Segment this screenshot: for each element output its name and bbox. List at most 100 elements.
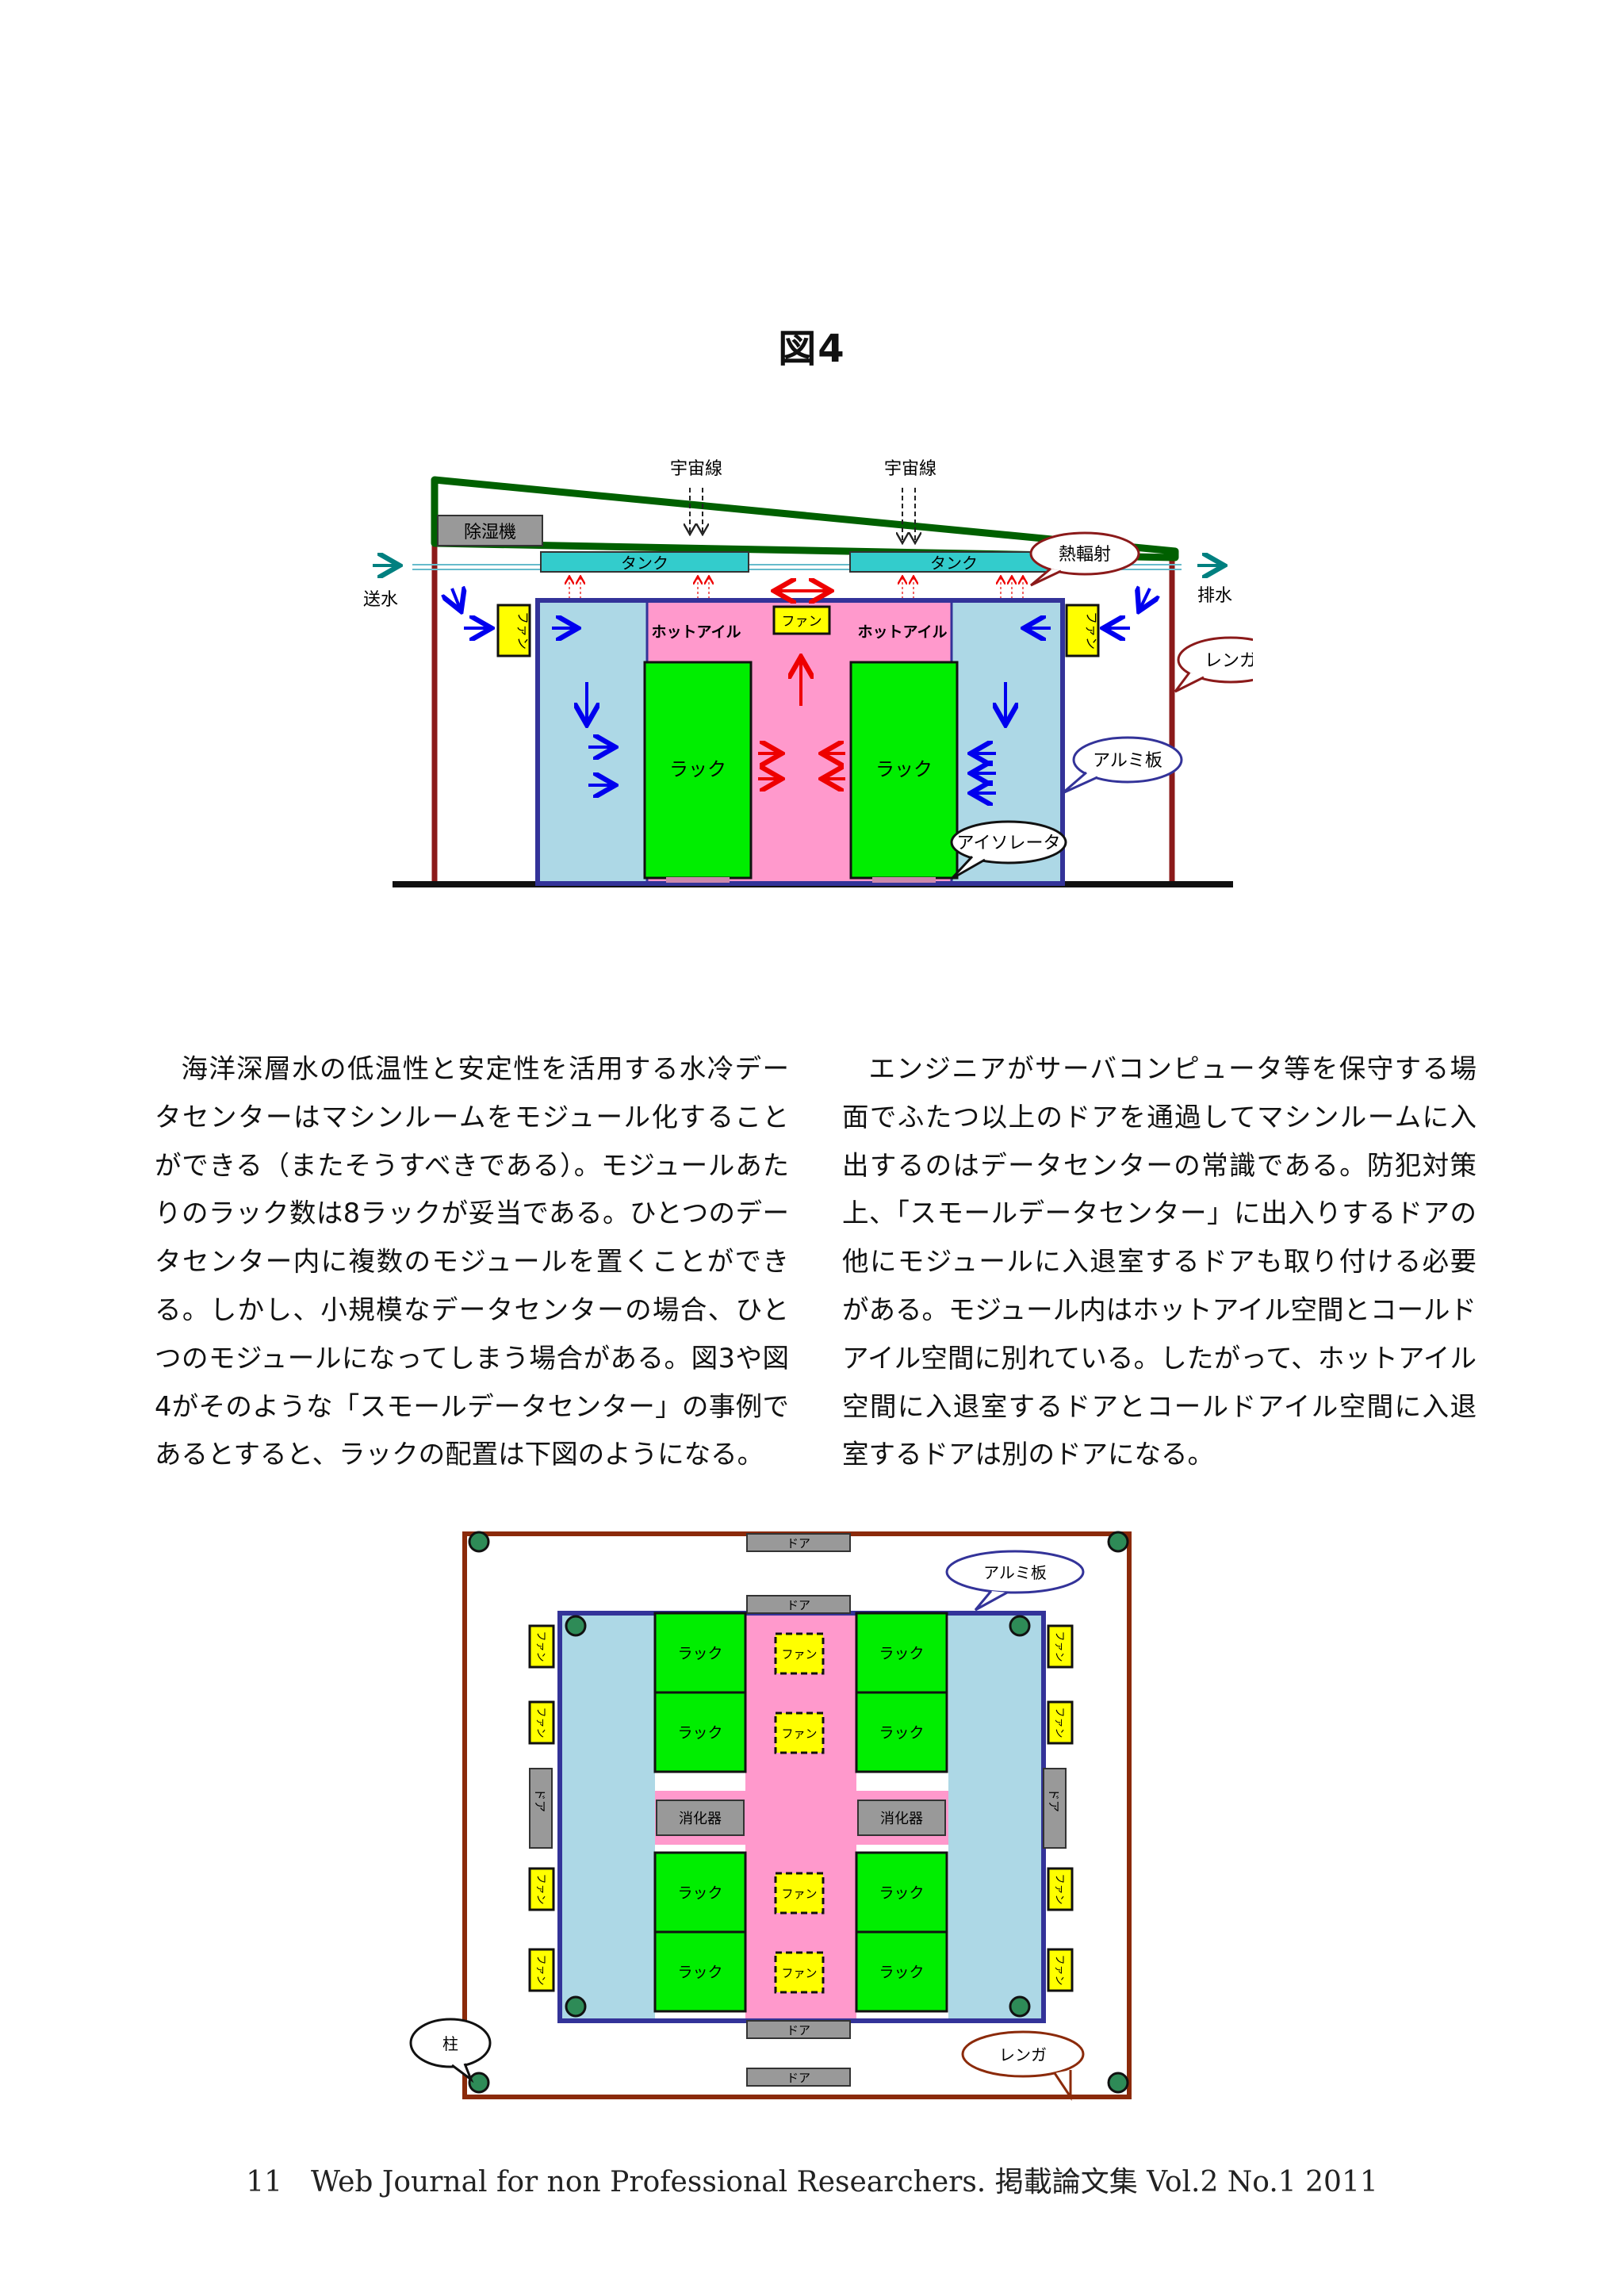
cold-aisle-left: [538, 600, 647, 884]
cold-aisle-right: [948, 1613, 1044, 2021]
svg-text:ファン: ファン: [534, 1631, 546, 1662]
right-column: エンジニアがサーバコンピュータ等を保守する場面でふたつ以上のドアを通過してマシン…: [842, 1045, 1477, 1479]
rack: [653, 1930, 747, 2013]
svg-text:ファン: ファン: [1053, 1631, 1065, 1662]
svg-text:ドア: ドア: [787, 1598, 810, 1612]
isolator-callout: アイソレータ: [950, 820, 1067, 880]
pillar-callout: 柱: [409, 2018, 492, 2083]
side-fan: [528, 1948, 555, 1992]
tank-right-label: タンク: [930, 554, 978, 573]
tank-right: [849, 551, 1059, 573]
fan-right-label: ファン: [1084, 611, 1099, 650]
ceiling-fan: [774, 1632, 825, 1675]
rack: [855, 1851, 948, 1934]
side-fan: [1047, 1624, 1074, 1669]
svg-text:アイソレータ: アイソレータ: [957, 834, 1061, 853]
rack: [653, 1691, 747, 1773]
svg-text:ファン: ファン: [1053, 1954, 1065, 1985]
svg-text:ドア: ドア: [1047, 1788, 1061, 1812]
ceiling-fan: [774, 1872, 825, 1915]
aluminum-plate-callout: アルミ板: [1062, 736, 1183, 795]
svg-text:ファン: ファン: [534, 1707, 546, 1738]
brick-callout: レンガ: [1174, 636, 1253, 693]
svg-text:ファン: ファン: [534, 1873, 546, 1904]
svg-text:ドア: ドア: [787, 2023, 810, 2037]
svg-text:柱: 柱: [442, 2034, 458, 2053]
module-door-left: ドア: [529, 1768, 553, 1849]
svg-text:ラック: ラック: [879, 1645, 924, 1662]
tank-left-label: タンク: [621, 554, 668, 573]
ceiling-fan: [774, 1951, 825, 1994]
tank-left: [540, 551, 749, 573]
svg-text:ファン: ファン: [781, 1647, 817, 1662]
svg-text:ファン: ファン: [781, 1887, 817, 1901]
svg-text:ファン: ファン: [534, 1954, 546, 1985]
rack: [653, 1612, 747, 1694]
side-fan: [528, 1867, 555, 1911]
heat-radiation-callout: 熱輻射: [1029, 531, 1140, 587]
floor-layout-diagram: ドア ドア ドア ドア ドア ドア ラック ラック ラック ラック ラック ラッ…: [409, 1531, 1132, 2101]
dehumidifier: [437, 515, 543, 546]
fan-right: [1065, 604, 1100, 657]
svg-text:ドア: ドア: [533, 1788, 547, 1812]
hot-aisle-right-label: ホットアイル: [857, 623, 947, 641]
figure-4-diagram: 除湿機 宇宙線 宇宙線 送水 排水 タンク タンク ラック ラック: [363, 459, 1253, 887]
svg-text:ラック: ラック: [879, 1724, 924, 1742]
module-door-bottom: ドア: [746, 2020, 851, 2039]
svg-text:ラック: ラック: [879, 1964, 924, 1981]
fan-left: [496, 604, 531, 657]
rack-right: [849, 661, 959, 880]
ceiling-fan: [774, 1711, 825, 1754]
svg-text:ドア: ドア: [787, 2071, 810, 2085]
svg-text:ファン: ファン: [781, 1727, 817, 1741]
pillar: [1107, 2072, 1129, 2094]
right-paragraph: エンジニアがサーバコンピュータ等を保守する場面でふたつ以上のドアを通過してマシン…: [842, 1053, 1477, 1470]
svg-text:熱輻射: 熱輻射: [1059, 545, 1111, 565]
extinguisher-left: 消化器: [656, 1800, 745, 1836]
module-door-top: ドア: [746, 1595, 851, 1614]
svg-text:消化器: 消化器: [679, 1811, 722, 1827]
rack-right-label: ラック: [875, 758, 933, 780]
module-border: [535, 598, 1065, 886]
side-fan: [528, 1624, 555, 1669]
water-drain-label: 排水: [1197, 586, 1232, 606]
svg-text:ラック: ラック: [677, 1645, 722, 1662]
pillar: [468, 1531, 490, 1553]
cosmic-ray-right-label: 宇宙線: [884, 459, 936, 479]
svg-text:ファン: ファン: [781, 1966, 817, 1980]
svg-text:ファン: ファン: [1053, 1873, 1065, 1904]
outer-door-bottom: ドア: [746, 2068, 851, 2087]
svg-text:アルミ板: アルミ板: [1093, 751, 1162, 771]
pillar: [1107, 1531, 1129, 1553]
rack: [855, 1691, 948, 1773]
module-door-right: ドア: [1043, 1768, 1067, 1849]
brick-callout: レンガ: [961, 2030, 1085, 2101]
page-footer: 11 Web Journal for non Professional Rese…: [246, 2166, 1378, 2198]
side-fan: [528, 1700, 555, 1745]
svg-text:ラック: ラック: [677, 1964, 722, 1981]
cosmic-ray-left-label: 宇宙線: [670, 459, 722, 479]
fan-center: [772, 605, 831, 635]
svg-text:アルミ板: アルミ板: [983, 1563, 1047, 1582]
svg-text:レンガ: レンガ: [999, 2045, 1047, 2064]
water-supply-label: 送水: [363, 590, 398, 610]
side-fan: [1047, 1700, 1074, 1745]
svg-text:ラック: ラック: [677, 1884, 722, 1902]
roof: [431, 476, 1179, 562]
fan-center-label: ファン: [782, 614, 822, 630]
svg-text:レンガ: レンガ: [1205, 651, 1253, 671]
left-column: 海洋深層水の低温性と安定性を活用する水冷データセンターはマシンルームをモジュール…: [155, 1045, 789, 1479]
svg-text:ドア: ドア: [787, 1536, 810, 1550]
svg-text:消化器: 消化器: [880, 1811, 923, 1827]
left-paragraph: 海洋深層水の低温性と安定性を活用する水冷データセンターはマシンルームをモジュール…: [155, 1053, 789, 1470]
hot-aisle-center: [752, 600, 852, 884]
svg-text:ラック: ラック: [677, 1724, 722, 1742]
extinguisher-right: 消化器: [857, 1800, 946, 1836]
fan-left-label: ファン: [515, 611, 530, 650]
side-fan: [1047, 1867, 1074, 1911]
rack: [855, 1930, 948, 2013]
svg-text:ファン: ファン: [1053, 1707, 1065, 1738]
svg-text:ラック: ラック: [879, 1884, 924, 1902]
side-fan: [1047, 1948, 1074, 1992]
rack-left: [643, 661, 753, 880]
